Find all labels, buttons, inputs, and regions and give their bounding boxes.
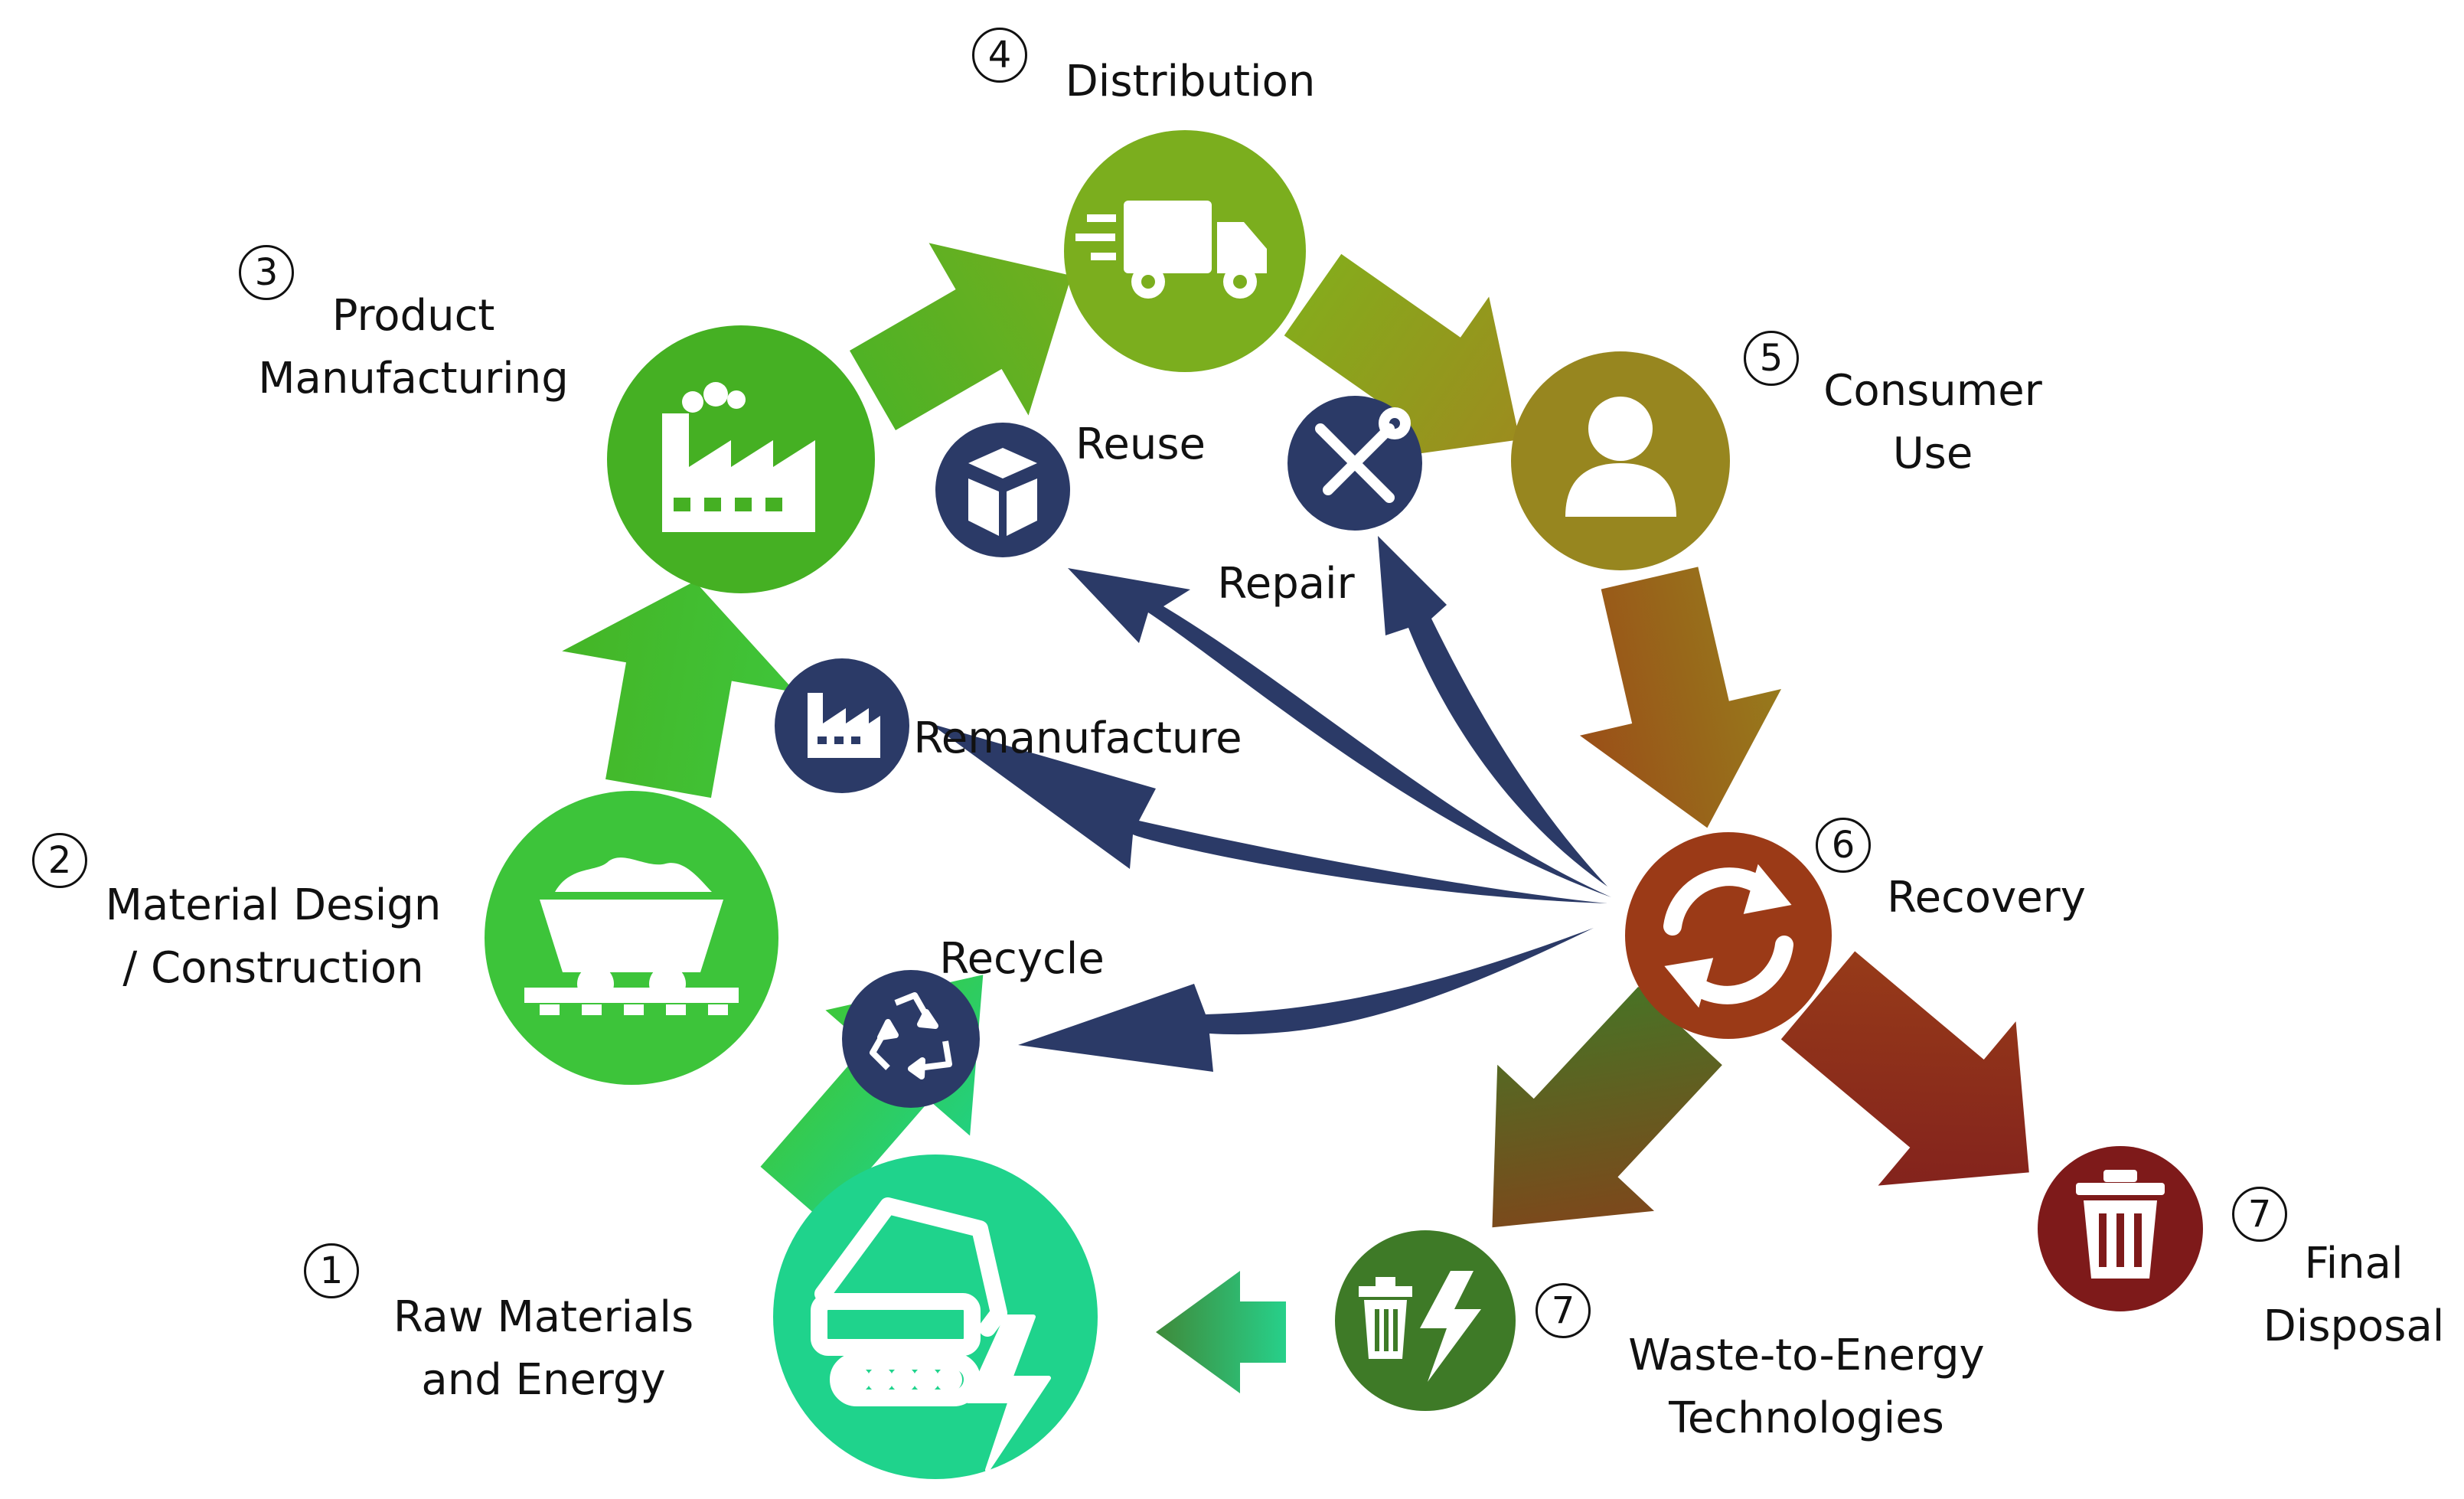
flow-arrow-distribution-to-consumer bbox=[1284, 253, 1520, 460]
stage-label-wte: Waste-to-Energy Technologies bbox=[1577, 1324, 2036, 1450]
stage-final-disposal bbox=[2038, 1146, 2203, 1311]
stage-number-badge: 1 bbox=[304, 1243, 359, 1298]
stage-label-line: Consumer bbox=[1823, 366, 2042, 416]
stage-label-line: Technologies bbox=[1669, 1393, 1944, 1443]
loop-arrow-remanufacture bbox=[930, 723, 1607, 903]
person-icon bbox=[1565, 397, 1676, 517]
stage-label-recovery: Recovery bbox=[1860, 867, 2113, 929]
stage-label-consumer: Consumer Use bbox=[1795, 360, 2071, 485]
flow-arrow-wte-to-raw bbox=[1156, 1271, 1286, 1393]
flow-arrow-material-to-product bbox=[562, 581, 796, 798]
stage-number-badge: 4 bbox=[972, 28, 1027, 83]
loop-recycle bbox=[842, 970, 980, 1108]
mine-cart-icon bbox=[524, 857, 739, 1015]
stage-number-badge: 5 bbox=[1744, 331, 1799, 386]
stage-label-line: Distribution bbox=[1065, 57, 1316, 106]
stage-label-distribution: Distribution bbox=[1026, 51, 1355, 113]
flow-arrow-recovery-to-wte bbox=[1492, 986, 1722, 1228]
stage-label-line: Raw Materials bbox=[393, 1292, 694, 1342]
factory-icon bbox=[808, 693, 880, 758]
loop-label-repair: Repair bbox=[1217, 559, 1355, 609]
flow-arrow-product-to-distribution bbox=[850, 243, 1072, 430]
stage-label-line: Waste-to-Energy bbox=[1628, 1331, 1985, 1380]
factory-smoke-icon bbox=[662, 382, 815, 532]
stage-material-design bbox=[485, 791, 778, 1085]
stage-label-disposal: Final Disposal bbox=[2250, 1233, 2457, 1358]
excavator-lightning-icon bbox=[811, 1197, 1051, 1472]
stage-waste-to-energy bbox=[1335, 1230, 1516, 1411]
stage-number-badge: 7 bbox=[2232, 1187, 2287, 1242]
stage-label-line: Final bbox=[2304, 1239, 2404, 1288]
stage-distribution bbox=[1064, 130, 1306, 372]
sync-arrows-icon bbox=[1663, 864, 1793, 1008]
stage-label-product: Product Manufacturing bbox=[241, 285, 586, 410]
delivery-truck-icon bbox=[1075, 201, 1267, 299]
stage-number-badge: 6 bbox=[1816, 818, 1871, 873]
stage-raw-materials bbox=[773, 1154, 1098, 1479]
loop-arrow-recycle bbox=[1018, 928, 1594, 1072]
stage-label-material: Material Design / Construction bbox=[93, 874, 453, 1000]
flow-arrow-recovery-to-disposal bbox=[1780, 951, 2029, 1186]
trash-can-icon bbox=[2076, 1170, 2165, 1279]
loop-arrow-reuse bbox=[1068, 568, 1611, 897]
recycle-icon bbox=[870, 992, 952, 1079]
stage-label-line: Product bbox=[331, 291, 495, 341]
stage-label-line: and Energy bbox=[421, 1355, 666, 1405]
loop-remanufacture bbox=[775, 658, 909, 793]
loop-repair bbox=[1287, 396, 1422, 531]
stage-recovery-circle bbox=[1625, 832, 1832, 1039]
open-box-icon bbox=[968, 448, 1037, 536]
stage-label-line: Recovery bbox=[1887, 873, 2086, 923]
stage-label-line: Material Design bbox=[105, 880, 442, 930]
trash-lightning-icon bbox=[1359, 1271, 1481, 1382]
loop-reuse bbox=[935, 423, 1070, 557]
stage-label-line: Disposal bbox=[2263, 1301, 2445, 1351]
stage-number-badge: 7 bbox=[1536, 1283, 1591, 1338]
stage-number-badge: 2 bbox=[32, 833, 87, 888]
loop-label-reuse: Reuse bbox=[1075, 420, 1206, 469]
stage-product-circle bbox=[607, 325, 875, 593]
stage-label-line: Use bbox=[1892, 429, 1973, 478]
wrench-screwdriver-icon bbox=[1315, 407, 1411, 503]
loop-label-recycle: Recycle bbox=[939, 934, 1105, 984]
stage-recovery bbox=[1625, 832, 1832, 1039]
stage-product-manufacturing bbox=[607, 325, 875, 593]
stage-label-raw: Raw Materials and Energy bbox=[360, 1286, 727, 1412]
stage-label-line: / Construction bbox=[122, 943, 424, 993]
stage-number-badge: 3 bbox=[239, 245, 294, 300]
stage-label-line: Manufacturing bbox=[258, 354, 569, 403]
loop-arrow-repair bbox=[1378, 536, 1607, 887]
loop-label-remanufacture: Remanufacture bbox=[913, 714, 1242, 763]
stage-consumer-use bbox=[1511, 351, 1730, 570]
flow-arrow-consumer-to-recovery bbox=[1579, 567, 1782, 828]
